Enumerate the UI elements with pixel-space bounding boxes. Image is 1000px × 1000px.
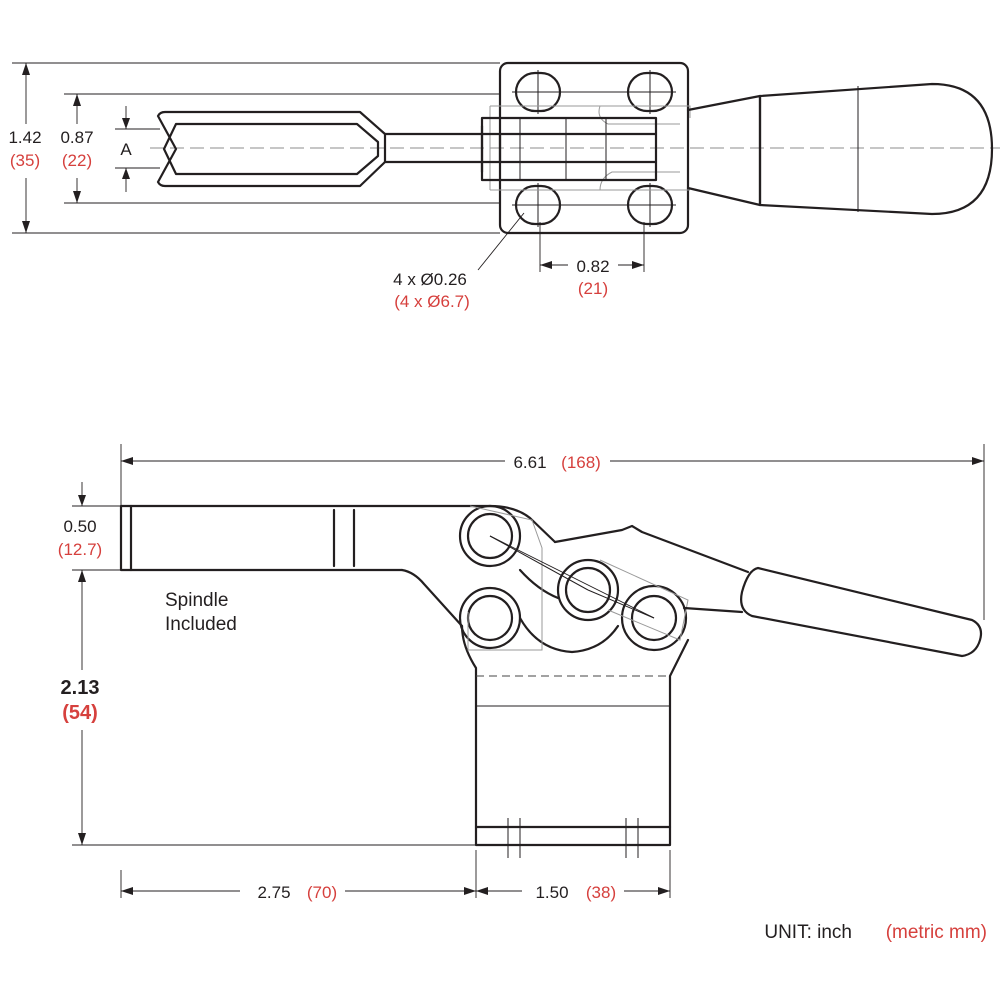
dim-overall-height-inch: 1.42	[8, 128, 41, 147]
arm-upper-edge	[488, 504, 557, 544]
hidden-body-outline	[489, 105, 691, 191]
dim-overall-length-inch: 6.61	[513, 453, 546, 472]
top-spindle-shaft	[498, 132, 658, 164]
dim-spindle-thickness-inch: 0.50	[63, 517, 96, 536]
top-spindle-outer	[156, 110, 502, 188]
link-upper-curve	[518, 568, 560, 600]
pivot-right-outer	[620, 584, 688, 652]
pivot-middle-inner	[564, 566, 612, 614]
pivot-right-inner	[630, 594, 678, 642]
side-view: 6.61 (168) 0.50 (12.7) 2.13 (54) Spindle…	[58, 444, 985, 902]
pivot-upper-inner	[466, 512, 514, 560]
dim-spindle-width-inch: 0.87	[60, 128, 93, 147]
top-arm-slot	[480, 116, 658, 182]
top-view: 1.42 (35) 0.87 (22) A 4 x Ø0.26 (4 x Ø6.…	[8, 61, 1000, 311]
pivot-lower-left-inner	[466, 594, 514, 642]
dim-spindle-thickness-metric: (12.7)	[58, 540, 102, 559]
dim-spindle-reach-metric: (70)	[307, 883, 337, 902]
dim-overall-length-metric: (168)	[561, 453, 601, 472]
hidden-link-plate	[467, 505, 543, 651]
dim-base-width-inch: 1.50	[535, 883, 568, 902]
dim-base-width-metric: (38)	[586, 883, 616, 902]
top-spindle-inner	[162, 122, 380, 176]
dim-holes-metric: (4 x Ø6.7)	[394, 292, 470, 311]
link-lower-curve	[518, 616, 620, 654]
top-handle-neck	[686, 94, 762, 207]
dim-height-inch: 2.13	[61, 677, 100, 699]
top-handle-grip	[758, 82, 994, 216]
dim-height-metric: (54)	[62, 702, 98, 724]
dim-hole-spacing-inch: 0.82	[576, 257, 609, 276]
dim-spindle-reach-inch: 2.75	[257, 883, 290, 902]
handle-grip	[740, 566, 983, 658]
handle-lower-edge	[682, 606, 744, 614]
dim-overall-height-metric: (35)	[10, 151, 40, 170]
unit-note-metric: (metric mm)	[886, 922, 987, 943]
spindle-end	[119, 504, 133, 572]
spindle-note-line1: Spindle	[165, 590, 228, 611]
dim-holes-inch: 4 x Ø0.26	[393, 270, 467, 289]
handle-upper-edge	[553, 524, 750, 574]
dim-jaw-label: A	[120, 140, 132, 159]
unit-note: UNIT: inch (metric mm)	[764, 922, 987, 943]
hole-leader	[477, 212, 525, 271]
dim-spindle-width-metric: (22)	[62, 151, 92, 170]
dim-hole-spacing-metric: (21)	[578, 279, 608, 298]
arm-lower-edge	[400, 568, 464, 628]
unit-note-label: UNIT: inch	[764, 922, 852, 943]
hidden-link-bar	[599, 559, 689, 641]
base-upright	[460, 624, 690, 847]
pivot-middle-outer	[556, 558, 620, 622]
pivot-upper-outer	[458, 504, 522, 568]
spindle-note-line2: Included	[165, 614, 237, 635]
